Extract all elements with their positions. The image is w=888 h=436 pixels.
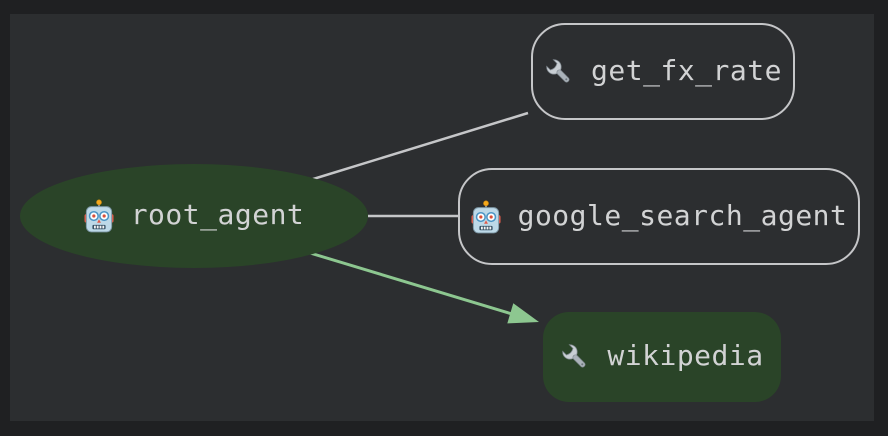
- edge-root-to-wikipedia: [309, 251, 513, 316]
- wrench-icon: [562, 344, 586, 368]
- node-get-fx-rate[interactable]: get_fx_rate: [531, 23, 795, 120]
- arrowhead-icon: [507, 303, 539, 324]
- node-root-agent[interactable]: root_agent: [20, 164, 368, 268]
- edges-layer: [309, 111, 539, 324]
- node-label: root_agent: [130, 198, 305, 231]
- agent-graph-canvas[interactable]: root_agent get_fx_rate: [10, 14, 874, 421]
- node-label: google_search_agent: [517, 198, 848, 232]
- robot-icon: [471, 200, 501, 233]
- robot-icon: [84, 199, 114, 233]
- wrench-icon: [546, 58, 570, 82]
- edge-root-to-get-fx-rate: [309, 111, 529, 182]
- node-label: wikipedia: [607, 339, 764, 372]
- node-google-search-agent[interactable]: google_search_agent: [458, 168, 860, 265]
- node-label: get_fx_rate: [591, 53, 782, 87]
- node-wikipedia[interactable]: wikipedia: [543, 312, 781, 402]
